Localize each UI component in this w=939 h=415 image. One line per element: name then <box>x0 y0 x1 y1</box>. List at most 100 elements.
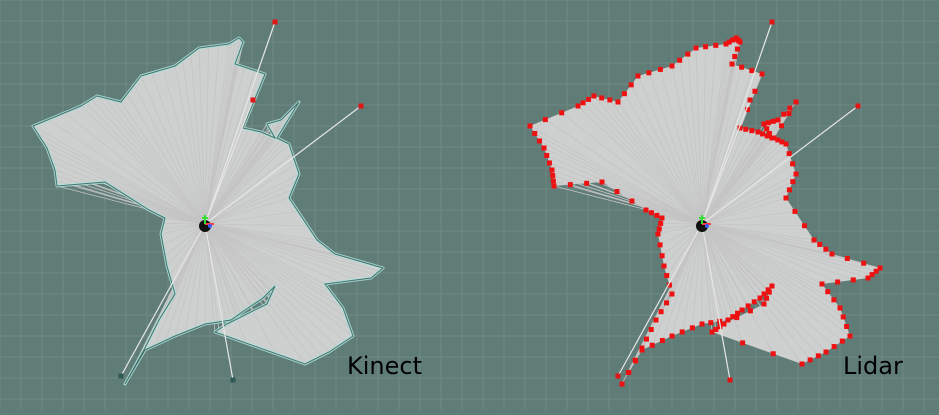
scan-ray <box>631 200 703 225</box>
scan-ray <box>120 101 206 225</box>
obstacle-hit-point <box>659 337 665 343</box>
scan-ray <box>163 223 206 225</box>
scan-ray <box>204 197 290 225</box>
scan-ray <box>96 95 206 225</box>
obstacle-hit-point <box>850 277 856 283</box>
scan-ray <box>204 223 350 327</box>
scan-ray <box>545 119 703 225</box>
obstacle-hit-point <box>764 295 770 301</box>
obstacle-hit-point <box>783 141 789 147</box>
obstacle-hit-point <box>792 208 798 214</box>
obstacle-hit-point <box>537 138 543 144</box>
obstacle-hit-point <box>839 338 845 344</box>
obstacle-hit-point <box>713 326 719 332</box>
scan-ray <box>701 130 753 225</box>
scan-ray <box>593 95 703 225</box>
scan-ray <box>204 223 341 283</box>
obstacle-hit-point <box>659 253 665 259</box>
obstacle-hit-point <box>542 117 548 123</box>
scan-ray <box>701 189 790 225</box>
obstacle-hit-point <box>837 305 843 311</box>
scan-ray <box>617 101 703 225</box>
scan-ray <box>586 182 703 225</box>
obstacle-hit-point <box>764 133 770 139</box>
obstacle-hit-point <box>669 291 675 297</box>
obstacle-hit-point <box>770 351 776 357</box>
obstacle-hit-point <box>799 361 805 367</box>
scan-ray <box>661 217 703 225</box>
scan-ray <box>701 223 755 303</box>
obstacle-hit-point <box>831 297 837 303</box>
obstacle-hit-point <box>783 195 789 201</box>
obstacle-hit-point <box>559 110 565 116</box>
obstacle-hit-point <box>550 172 556 178</box>
obstacle-hit-point <box>835 279 841 285</box>
lidar-label: Lidar <box>843 352 903 380</box>
axis-z <box>208 224 212 228</box>
obstacle-hit-point <box>730 37 736 43</box>
scan-ray <box>701 42 730 225</box>
scan-ray <box>204 223 277 354</box>
scan-ray <box>577 105 703 225</box>
scan-ray <box>204 141 286 225</box>
scan-ray <box>701 223 833 255</box>
obstacle-hit-point <box>677 57 683 63</box>
scan-ray <box>539 140 703 225</box>
scan-ray <box>701 223 828 293</box>
scan-ray <box>52 162 206 225</box>
obstacle-hit-point <box>619 381 625 387</box>
scan-ray <box>701 223 811 361</box>
scan-ray <box>104 97 206 225</box>
obstacle-hit-point <box>861 260 867 266</box>
obstacle-hit-point <box>790 161 796 167</box>
scan-ray <box>165 223 206 341</box>
scan-ray <box>701 223 743 311</box>
obstacle-hit-point <box>546 160 552 166</box>
obstacle-hit-point <box>586 96 592 102</box>
scan-ray <box>89 182 206 225</box>
obstacle-hit-point <box>801 223 807 229</box>
scan-ray <box>204 46 209 225</box>
obstacle-hit-point <box>580 100 586 106</box>
scan-ray <box>546 155 703 225</box>
obstacle-hit-point <box>823 246 829 252</box>
far-hit-point <box>358 103 364 109</box>
scan-ray <box>204 223 232 321</box>
obstacle-hit-point <box>743 126 749 132</box>
obstacle-hit-point <box>765 120 771 126</box>
scan-ray <box>692 223 703 328</box>
scan-ray <box>701 223 820 245</box>
scan-ray <box>701 223 805 227</box>
scan-ray <box>140 75 206 225</box>
obstacle-hit-point <box>778 123 784 129</box>
scan-ray <box>534 133 703 225</box>
scan-ray <box>701 223 873 275</box>
scan-ray <box>204 223 246 311</box>
scan-ray <box>701 223 729 321</box>
scan-ray <box>169 223 206 276</box>
obstacle-hit-point <box>664 273 670 279</box>
scan-ray <box>204 223 338 347</box>
obstacle-hit-point <box>626 369 632 375</box>
scan-ray <box>651 223 703 346</box>
obstacle-hit-point <box>541 145 547 151</box>
scan-ray <box>701 223 847 327</box>
scan-ray <box>204 223 354 337</box>
scan-ray <box>204 67 245 225</box>
scan-ray <box>659 223 703 246</box>
far-hit-point <box>615 373 621 379</box>
obstacle-hit-point <box>709 329 715 335</box>
obstacle-hit-point <box>653 317 659 323</box>
scan-ray <box>701 223 869 279</box>
scan-ray <box>198 47 206 225</box>
scan-ray <box>46 147 206 225</box>
scan-ray <box>637 75 703 225</box>
scan-ray <box>204 42 233 225</box>
scan-ray <box>616 191 703 225</box>
far-hit-point <box>230 377 236 383</box>
obstacle-hit-point <box>657 242 663 248</box>
obstacle-hit-point <box>544 152 550 158</box>
obstacle-hit-point <box>735 310 741 316</box>
scan-ray <box>601 97 703 225</box>
